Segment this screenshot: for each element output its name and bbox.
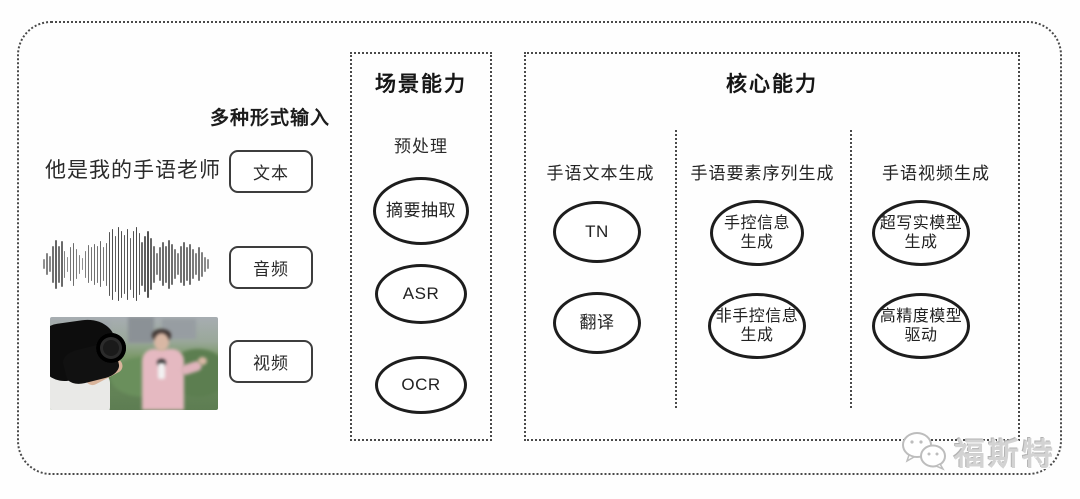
input-node-audio: 音频 bbox=[229, 246, 313, 289]
column-header-sign-text: 手语文本生成 bbox=[546, 164, 655, 183]
photo-reporter-body bbox=[142, 349, 184, 410]
sample-input-text: 他是我的手语老师 bbox=[45, 159, 221, 182]
column-header-sign-element-sequence: 手语要素序列生成 bbox=[690, 164, 835, 183]
watermark-text: 福斯特 bbox=[954, 436, 1056, 472]
input-node-video: 视频 bbox=[229, 340, 313, 383]
column-divider bbox=[675, 130, 677, 408]
node-translation: 翻译 bbox=[553, 292, 641, 354]
photo-reporter-hand bbox=[198, 357, 207, 365]
outer-dotted-frame bbox=[17, 21, 1062, 475]
scene-capability-box: 场景能力 预处理 bbox=[350, 52, 492, 441]
chat-bubbles-icon bbox=[902, 432, 946, 471]
video-input-thumbnail bbox=[50, 317, 218, 410]
photo-camera-lens bbox=[96, 333, 126, 363]
node-asr: ASR bbox=[375, 264, 467, 324]
core-capability-title: 核心能力 bbox=[726, 73, 818, 96]
audio-waveform-icon bbox=[43, 227, 209, 301]
photo-building bbox=[128, 317, 154, 343]
node-ocr: OCR bbox=[375, 356, 467, 414]
scene-capability-title: 场景能力 bbox=[375, 73, 467, 96]
node-summary-extraction: 摘要抽取 bbox=[373, 177, 469, 245]
node-tn: TN bbox=[553, 201, 641, 263]
photo-microphone bbox=[157, 359, 166, 366]
node-manual-info-generation: 手控信息 生成 bbox=[710, 200, 804, 266]
watermark: 福斯特 bbox=[900, 428, 1056, 474]
node-high-precision-model-drive: 高精度模型 驱动 bbox=[872, 293, 970, 359]
column-divider bbox=[850, 130, 852, 408]
column-header-sign-video: 手语视频生成 bbox=[882, 164, 990, 183]
preprocess-label: 预处理 bbox=[394, 137, 448, 156]
node-hyperreal-model-generation: 超写实模型 生成 bbox=[872, 200, 970, 266]
core-capability-box: 核心能力 手语文本生成 手语要素序列生成 手语视频生成 bbox=[524, 52, 1020, 441]
input-node-text: 文本 bbox=[229, 150, 313, 193]
input-section-header: 多种形式输入 bbox=[210, 108, 331, 129]
photo-microphone bbox=[158, 363, 165, 379]
photo-reporter-face bbox=[154, 333, 169, 351]
node-non-manual-info-generation: 非手控信息 生成 bbox=[708, 293, 806, 359]
